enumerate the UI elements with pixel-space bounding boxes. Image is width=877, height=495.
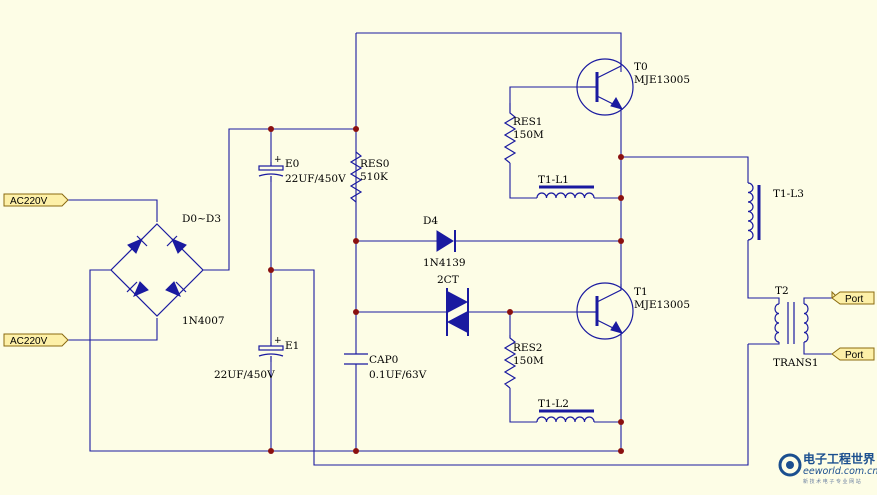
transistor-t1: T1 MJE13005 <box>576 282 690 340</box>
port-ac-top: AC220V <box>3 193 69 207</box>
bridge-part: 1N4007 <box>182 315 225 327</box>
t2-ref: T2 <box>775 285 789 297</box>
port-out-top: Port <box>831 290 875 305</box>
capacitor-e1: + E1 22UF/450V <box>214 336 299 381</box>
transistor-t0: T0 MJE13005 <box>576 58 690 116</box>
capacitor-e0: + E0 22UF/450V <box>258 155 346 185</box>
bridge-diode-tl <box>127 235 148 254</box>
t0-ref: T0 <box>634 61 648 73</box>
bridge-diode-tr <box>166 235 187 254</box>
transformer-t2: T2 TRANS1 <box>773 285 819 369</box>
l2-ref: T1-L2 <box>538 398 569 410</box>
cap0-ref: CAP0 <box>369 354 398 366</box>
resistor-res0: RES0 510K <box>349 151 389 203</box>
t1-ref: T1 <box>634 286 648 298</box>
wires <box>66 32 832 466</box>
e1-value: 22UF/450V <box>214 369 275 381</box>
capacitor-cap0: CAP0 0.1UF/63V <box>344 353 427 381</box>
e0-value: 22UF/450V <box>285 173 346 185</box>
diac-2ct: 2CT <box>437 274 469 336</box>
port-out-bottom-label: Port <box>845 350 864 361</box>
bridge-rectifier: D0~D3 1N4007 <box>110 213 225 327</box>
l1-ref: T1-L1 <box>538 174 569 186</box>
res0-ref: RES0 <box>360 158 389 170</box>
res1-ref: RES1 <box>513 116 542 128</box>
t0-part: MJE13005 <box>634 74 690 86</box>
watermark-sub: 新 技 术 电 子 专 业 网 站 <box>803 478 861 485</box>
bridge-ref: D0~D3 <box>182 213 221 225</box>
inductor-l1: T1-L1 <box>536 174 595 199</box>
diode-d4: D4 1N4139 <box>423 215 466 269</box>
diac-ref: 2CT <box>437 274 459 286</box>
res1-value: 150M <box>513 129 544 141</box>
res2-value: 150M <box>513 355 544 367</box>
resistor-res2: RES2 150M <box>503 335 544 389</box>
port-out-bottom: Port <box>831 347 875 361</box>
port-ac-top-label: AC220V <box>10 196 48 207</box>
e1-ref: E1 <box>285 340 299 352</box>
port-ac-bottom: AC220V <box>3 333 69 347</box>
svg-text:+: + <box>274 155 282 165</box>
t2-part: TRANS1 <box>773 357 819 369</box>
bridge-diode-br <box>165 281 187 297</box>
l3-ref: T1-L3 <box>773 188 804 200</box>
inductor-l2: T1-L2 <box>536 398 595 423</box>
res0-value: 510K <box>360 171 388 183</box>
bridge-diode-bl <box>126 281 149 297</box>
eeworld-logo-icon <box>778 453 802 477</box>
e0-ref: E0 <box>285 158 299 170</box>
d4-ref: D4 <box>423 215 438 227</box>
watermark: 电子工程世界 eeworld.com.cn 新 技 术 电 子 专 业 网 站 <box>778 451 877 485</box>
resistor-res1: RES1 150M <box>503 103 544 164</box>
d4-part: 1N4139 <box>423 257 466 269</box>
cap0-value: 0.1UF/63V <box>369 369 427 381</box>
inductor-l3: T1-L3 <box>747 182 804 241</box>
svg-text:+: + <box>274 336 282 346</box>
watermark-en: eeworld.com.cn <box>803 466 877 477</box>
t1-part: MJE13005 <box>634 299 690 311</box>
junction-dots <box>268 126 624 454</box>
watermark-cn: 电子工程世界 <box>803 451 875 466</box>
port-ac-bottom-label: AC220V <box>10 336 48 347</box>
res2-ref: RES2 <box>513 342 542 354</box>
port-out-top-label: Port <box>845 294 864 305</box>
